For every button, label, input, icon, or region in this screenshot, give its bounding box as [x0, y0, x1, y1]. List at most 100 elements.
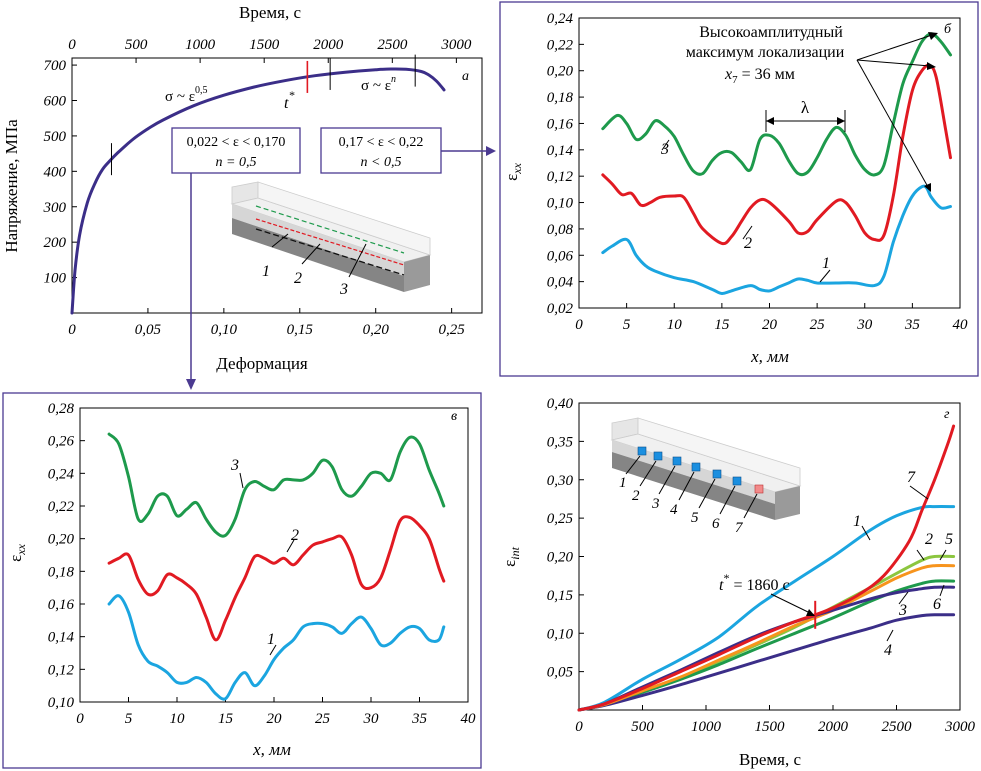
panel-b-pointer-2-head	[927, 62, 936, 70]
panel-a-stress-strain-curve	[70, 67, 446, 315]
panel-a-box1-line2: n = 0,5	[216, 155, 257, 170]
panel-a-law-left: σ ~ ε0,5	[165, 85, 208, 105]
panel-c-label-2-leader	[286, 539, 295, 553]
panel-a-top-tick-label: 1500	[249, 37, 280, 53]
panel-a-y-label: Напряжение, МПа	[2, 119, 21, 253]
panel-b-x-tick-label: 15	[714, 317, 730, 333]
panel-d-t-star-label: t* = 1860 с	[719, 571, 790, 594]
panel-b-frame	[578, 17, 961, 309]
panel-c-y-tick-label: 0,14	[48, 630, 75, 646]
panel-d-x-tick-label: 1000	[691, 719, 722, 735]
panel-c-x-tick-label: 30	[363, 711, 380, 727]
panel-c-y-tick-label: 0,24	[48, 466, 75, 482]
panel-d-y-tick-label: 0,10	[547, 626, 574, 642]
panel-d-x-label: Время, с	[739, 750, 801, 769]
panel-b-x-tick-label: 25	[810, 317, 826, 333]
panel-b-lambda: λ	[801, 98, 810, 117]
panel-c-y-tick-label: 0,10	[48, 695, 75, 711]
panel-d-inset-label-5: 5	[691, 510, 699, 526]
panel-b-label-3-leader	[661, 139, 670, 151]
panel-b-curve-label-1: 1	[822, 255, 830, 272]
panel-b-curve-label-3: 3	[660, 141, 669, 158]
panel-c-x-tick-label: 0	[76, 711, 84, 727]
panel-d-t-star-pointer	[770, 593, 809, 613]
panel-a-y-tick-label: 700	[44, 58, 67, 74]
panel-d-specimen-inset	[610, 417, 802, 520]
panel-b-y-tick-label: 0,16	[547, 116, 574, 132]
panel-c-curves	[107, 432, 446, 701]
panel-c-border	[2, 392, 482, 769]
panel-b-pointer-1	[856, 34, 933, 61]
panel-b-curves	[601, 32, 952, 296]
panel-d-label-1-leader	[861, 525, 871, 541]
panel-d-inset-label-4: 4	[670, 502, 678, 518]
panel-c-y-tick-label: 0,18	[48, 564, 75, 580]
panel-d-label-7-leader	[909, 485, 929, 500]
panel-c-series-2	[107, 515, 446, 642]
panel-a-law-right: σ ~ εn	[361, 74, 396, 94]
panel-b-x-tick-label: 40	[953, 317, 969, 333]
panel-b-curve-label-2: 2	[744, 235, 752, 252]
panel-d-x-tick-label: 2000	[818, 719, 849, 735]
panel-d-y-tick-label: 0,20	[547, 550, 574, 566]
panel-c-series-1	[107, 594, 446, 701]
panel-a-box2-line2: n < 0,5	[361, 155, 402, 170]
panel-a-y-tick-label: 600	[44, 94, 67, 110]
panel-c-x-tick-label: 35	[411, 711, 428, 727]
panel-c-label-1-leader	[269, 644, 277, 656]
panel-c-x-tick-label: 25	[315, 711, 331, 727]
panel-b-y-label: εxx	[502, 162, 524, 180]
panel-a-box1-line1: 0,022 < ε < 0,170	[187, 135, 286, 150]
panel-b-y-tick-label: 0,10	[547, 196, 574, 212]
panel-b-y-tick-label: 0,04	[547, 275, 574, 291]
panel-a-frame	[71, 57, 483, 314]
panel-a-law-left-exponent: 0,5	[195, 85, 208, 96]
panel-d-y-tick-label: 0,25	[547, 511, 574, 527]
panel-c-y-label: εxx	[6, 543, 28, 561]
panel-a-x-tick-label: 0	[68, 322, 76, 338]
panel-d-curve-label-7: 7	[907, 469, 916, 486]
panel-d-curve-label-4: 4	[884, 642, 892, 659]
panel-d-label-3-leader	[898, 591, 909, 605]
panel-a-top-tick-label: 3000	[440, 37, 472, 53]
panel-b-y-tick-label: 0,12	[547, 169, 574, 185]
panel-c-letter: в	[451, 409, 457, 424]
panel-d-label-5-leader	[939, 549, 947, 561]
panel-d-x-tick-label: 0	[575, 719, 583, 735]
panel-d-y-label: εint	[500, 546, 522, 566]
panel-d-inset-label-1: 1	[619, 475, 627, 491]
panel-c-x-tick-label: 10	[170, 711, 186, 727]
panel-d-curve-label-6: 6	[933, 596, 941, 613]
panel-c-y-tick-label: 0,26	[48, 434, 75, 450]
panel-b-note-line1: Высокоамплитудный	[699, 24, 843, 41]
panel-b-x-tick-label: 35	[904, 317, 921, 333]
panel-d-x-tick-label: 1500	[755, 719, 786, 735]
panel-b-y-tick-label: 0,20	[547, 64, 574, 80]
panel-d-x-tick-label: 500	[631, 719, 654, 735]
panel-a-letter: а	[462, 69, 469, 84]
panel-d-label-2-leader	[916, 549, 925, 561]
panel-b-series-1	[601, 184, 952, 296]
panel-d-curve-label-3: 3	[898, 602, 907, 619]
panel-b-pointer-3	[856, 59, 929, 188]
panel-d-inset-label-2: 2	[632, 488, 640, 504]
panel-d-curve-label-2: 2	[925, 531, 933, 548]
panel-b-y-tick-label: 0,18	[547, 90, 574, 106]
panel-b-y-tick-label: 0,08	[547, 222, 574, 238]
panel-b-y-tick-label: 0,22	[547, 37, 574, 53]
panel-b-x-tick-label: 5	[623, 317, 631, 333]
panel-b-pointer-1-head	[928, 32, 938, 40]
panel-b-y-tick-label: 0,06	[547, 248, 574, 264]
panel-d-y-tick-label: 0,40	[547, 396, 574, 412]
panel-b-x-label: x, мм	[750, 347, 789, 366]
panel-c-y-tick-label: 0,28	[48, 401, 75, 417]
panel-a-x-tick-label: 0,25	[439, 322, 466, 338]
panel-a-top-tick-label: 500	[125, 37, 148, 53]
